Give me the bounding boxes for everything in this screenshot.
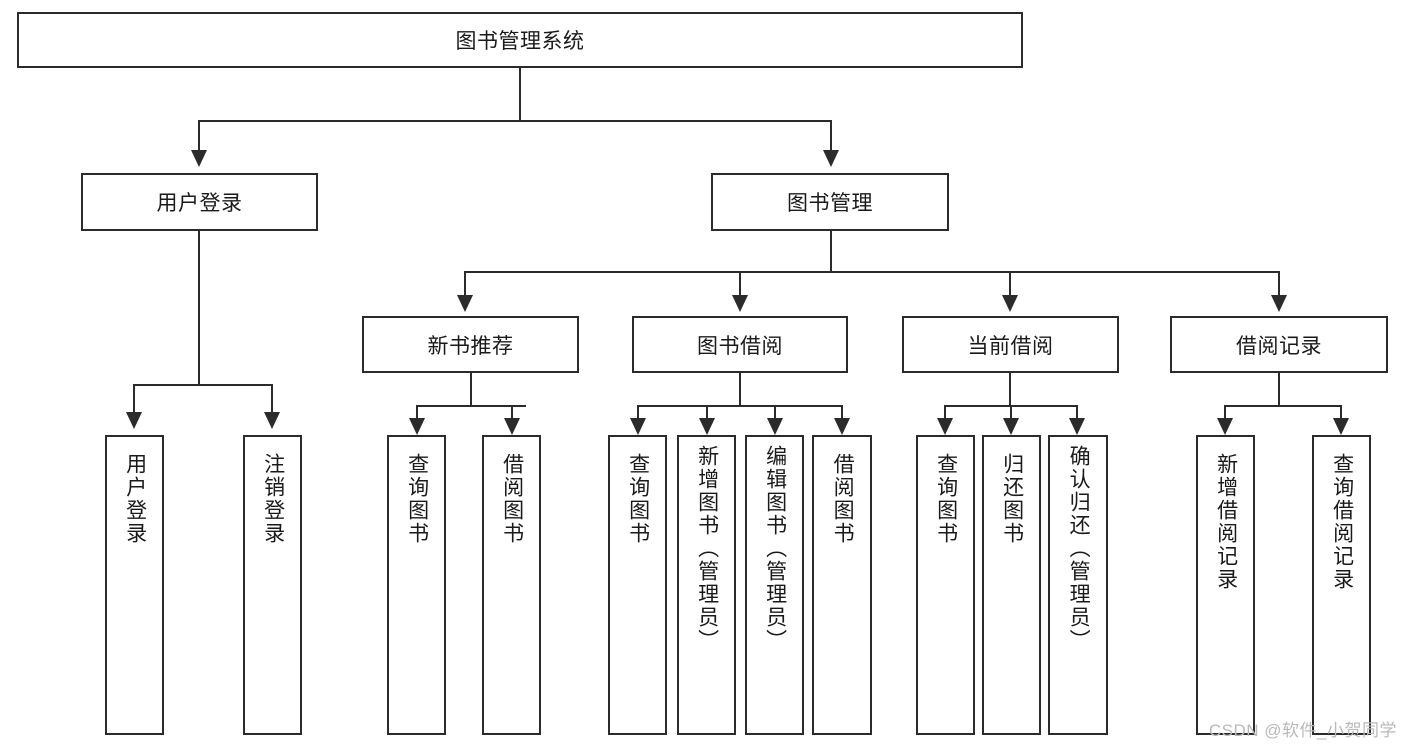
edge-root-to-book-management <box>830 120 832 152</box>
edge-root-stem <box>519 68 521 120</box>
edge-user-login-drop-2 <box>271 384 273 414</box>
arrow-cb-leaf-1 <box>937 418 953 435</box>
leaf-label: 确认归还（管理员） <box>1067 445 1091 652</box>
edge-br-drop-1 <box>1224 405 1226 421</box>
arrow-root-to-user-login <box>191 150 207 167</box>
leaf-current-borrow-3[interactable]: 确认归还（管理员） <box>1048 435 1108 735</box>
arrow-bb-leaf-3 <box>767 418 783 435</box>
edge-cb-drop-3 <box>1076 405 1078 421</box>
edge-root-to-user-login <box>198 120 200 152</box>
arrow-nbr-leaf-2 <box>504 418 520 435</box>
arrow-br-leaf-2 <box>1333 418 1349 435</box>
leaf-current-borrow-2[interactable]: 归还图书 <box>982 435 1041 735</box>
edge-nbr-stem <box>470 373 472 407</box>
edge-bm-drop-2 <box>739 271 741 297</box>
edge-bm-drop-3 <box>1009 271 1011 297</box>
arrow-cb-leaf-2 <box>1003 418 1019 435</box>
edge-bb-bus <box>637 405 843 407</box>
arrow-root-to-book-management <box>823 150 839 167</box>
node-new-book-recommend[interactable]: 新书推荐 <box>362 316 579 373</box>
edge-cb-stem <box>1009 373 1011 407</box>
edge-user-login-bus <box>133 384 271 386</box>
edge-bb-drop-3 <box>774 405 776 421</box>
leaf-book-borrow-3[interactable]: 编辑图书（管理员） <box>745 435 804 735</box>
arrow-bm-to-book-borrow <box>732 295 748 312</box>
edge-bm-drop-1 <box>464 271 466 297</box>
leaf-book-borrow-2[interactable]: 新增图书（管理员） <box>677 435 736 735</box>
edge-user-login-stem <box>198 231 200 386</box>
edge-bm-drop-4 <box>1278 271 1280 297</box>
arrow-user-login-leaf-2 <box>264 412 280 429</box>
leaf-label: 借阅图书 <box>500 453 524 545</box>
node-borrow-record[interactable]: 借阅记录 <box>1170 316 1388 373</box>
node-user-login[interactable]: 用户登录 <box>81 173 318 231</box>
node-current-borrow[interactable]: 当前借阅 <box>902 316 1119 373</box>
edge-bb-drop-2 <box>706 405 708 421</box>
arrow-cb-leaf-3 <box>1069 418 1085 435</box>
arrow-bb-leaf-2 <box>699 418 715 435</box>
arrow-bm-to-current-borrow <box>1002 295 1018 312</box>
node-label: 借阅记录 <box>1236 334 1322 358</box>
leaf-new-book-recommend-2[interactable]: 借阅图书 <box>482 435 541 735</box>
leaf-label: 借阅图书 <box>831 453 855 545</box>
leaf-book-borrow-4[interactable]: 借阅图书 <box>812 435 872 735</box>
node-book-management[interactable]: 图书管理 <box>711 173 949 231</box>
leaf-label: 用户登录 <box>123 453 147 545</box>
leaf-label: 查询图书 <box>626 453 650 545</box>
leaf-label: 归还图书 <box>1000 453 1024 545</box>
arrow-nbr-leaf-1 <box>409 418 425 435</box>
node-book-borrow[interactable]: 图书借阅 <box>632 316 848 373</box>
leaf-label: 查询图书 <box>934 453 958 545</box>
csdn-watermark: CSDN @软件_小贺同学 <box>1208 721 1397 740</box>
node-label: 图书管理系统 <box>455 30 585 53</box>
leaf-current-borrow-1[interactable]: 查询图书 <box>916 435 975 735</box>
edge-br-bus <box>1224 405 1342 407</box>
leaf-label: 新增借阅记录 <box>1214 453 1238 591</box>
edge-bb-stem <box>739 373 741 407</box>
leaf-borrow-record-2[interactable]: 查询借阅记录 <box>1312 435 1371 735</box>
edge-user-login-drop-1 <box>133 384 135 414</box>
leaf-label: 查询借阅记录 <box>1330 453 1354 591</box>
node-label: 图书管理 <box>787 192 873 215</box>
edge-br-stem <box>1278 373 1280 407</box>
edge-book-management-bus <box>464 271 1280 273</box>
node-label: 当前借阅 <box>967 334 1054 358</box>
leaf-label: 查询图书 <box>405 453 429 545</box>
node-label: 新书推荐 <box>427 334 514 358</box>
edge-bb-drop-1 <box>637 405 639 421</box>
node-label: 用户登录 <box>156 192 243 215</box>
edge-br-drop-2 <box>1340 405 1342 421</box>
arrow-bb-leaf-1 <box>630 418 646 435</box>
leaf-user-login-2[interactable]: 注销登录 <box>243 435 302 735</box>
arrow-bm-to-new-book-recommend <box>457 295 473 312</box>
edge-nbr-drop-1 <box>416 405 418 421</box>
leaf-borrow-record-1[interactable]: 新增借阅记录 <box>1196 435 1255 735</box>
arrow-bb-leaf-4 <box>834 418 850 435</box>
arrow-bm-to-borrow-record <box>1271 295 1287 312</box>
edge-cb-drop-2 <box>1010 405 1012 421</box>
edge-bb-drop-4 <box>841 405 843 421</box>
edge-book-management-stem <box>830 231 832 272</box>
edge-root-bus <box>198 120 832 122</box>
leaf-user-login-1[interactable]: 用户登录 <box>105 435 164 735</box>
edge-nbr-drop-2 <box>511 405 513 421</box>
leaf-label: 新增图书（管理员） <box>695 445 719 652</box>
arrow-br-leaf-1 <box>1217 418 1233 435</box>
leaf-new-book-recommend-1[interactable]: 查询图书 <box>387 435 446 735</box>
node-label: 图书借阅 <box>697 334 783 358</box>
edge-cb-drop-1 <box>944 405 946 421</box>
node-root-book-management-system[interactable]: 图书管理系统 <box>17 12 1023 68</box>
leaf-label: 编辑图书（管理员） <box>763 445 787 652</box>
leaf-book-borrow-1[interactable]: 查询图书 <box>608 435 667 735</box>
arrow-user-login-leaf-1 <box>126 412 142 429</box>
edge-nbr-bus <box>416 405 526 407</box>
leaf-label: 注销登录 <box>261 453 285 545</box>
